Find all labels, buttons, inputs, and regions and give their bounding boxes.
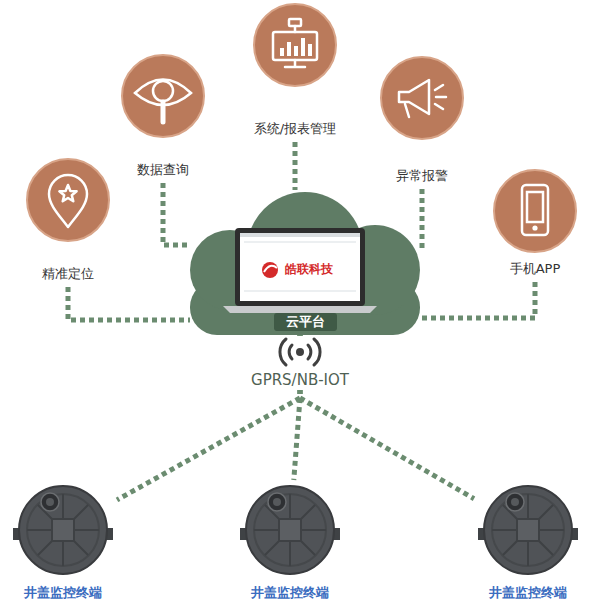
dotted-connector — [420, 189, 422, 250]
brand-text: 皓联科技 — [282, 261, 336, 277]
service-label: 手机APP — [488, 260, 582, 278]
cover-outline — [478, 480, 578, 580]
service-label: 精准定位 — [21, 265, 115, 283]
service-icon — [273, 19, 317, 67]
service-circle — [492, 168, 578, 254]
service-label: 数据查询 — [116, 161, 210, 179]
dotted-connector — [293, 142, 298, 190]
dotted-connector — [68, 287, 190, 320]
wireless-dot — [296, 348, 304, 356]
wireless-icon — [280, 339, 320, 365]
cover-node: 井盖监控终端 — [474, 480, 582, 602]
manhole-cover-art — [478, 486, 578, 574]
cover-node: 井盖监控终端 — [9, 480, 117, 602]
service-icon — [49, 175, 87, 227]
circle-shape — [381, 57, 463, 139]
service-icon — [522, 185, 548, 235]
platform-label: 云平台 — [274, 313, 337, 331]
manhole-cover-art — [240, 486, 340, 574]
dotted-connector — [117, 335, 300, 500]
circle-shape — [122, 55, 204, 137]
network-label: GPRS/NB-IOT — [248, 371, 352, 390]
service-icon — [399, 80, 446, 117]
service-label: 系统/报表管理 — [248, 120, 342, 138]
circle-node: 数据查询 — [116, 53, 210, 183]
service-circle — [120, 53, 206, 139]
cover-outline — [13, 480, 113, 580]
circle-shape — [254, 4, 336, 86]
icon-patch — [280, 336, 320, 368]
service-icon — [135, 80, 191, 123]
circle-node: 系统/报表管理 — [248, 2, 342, 142]
dotted-connector — [420, 282, 535, 318]
cover-node: 井盖监控终端 — [236, 480, 344, 602]
dotted-connector — [163, 183, 190, 245]
circle-node: 异常报警 — [375, 55, 469, 189]
service-circle — [252, 2, 338, 88]
circle-node: 精准定位 — [21, 157, 115, 287]
cloud-art — [190, 192, 420, 335]
service-circle — [379, 55, 465, 141]
terminal-label: 井盖监控终端 — [236, 584, 344, 602]
service-circle — [25, 157, 111, 243]
terminal-label: 井盖监控终端 — [474, 584, 582, 602]
circle-node: 手机APP — [488, 168, 582, 282]
manhole-cover-art — [13, 486, 113, 574]
circle-shape — [494, 170, 576, 252]
dotted-connector — [300, 335, 474, 499]
service-label: 异常报警 — [375, 167, 469, 185]
circle-shape — [27, 159, 109, 241]
terminal-label: 井盖监控终端 — [9, 584, 117, 602]
cover-outline — [240, 480, 340, 580]
